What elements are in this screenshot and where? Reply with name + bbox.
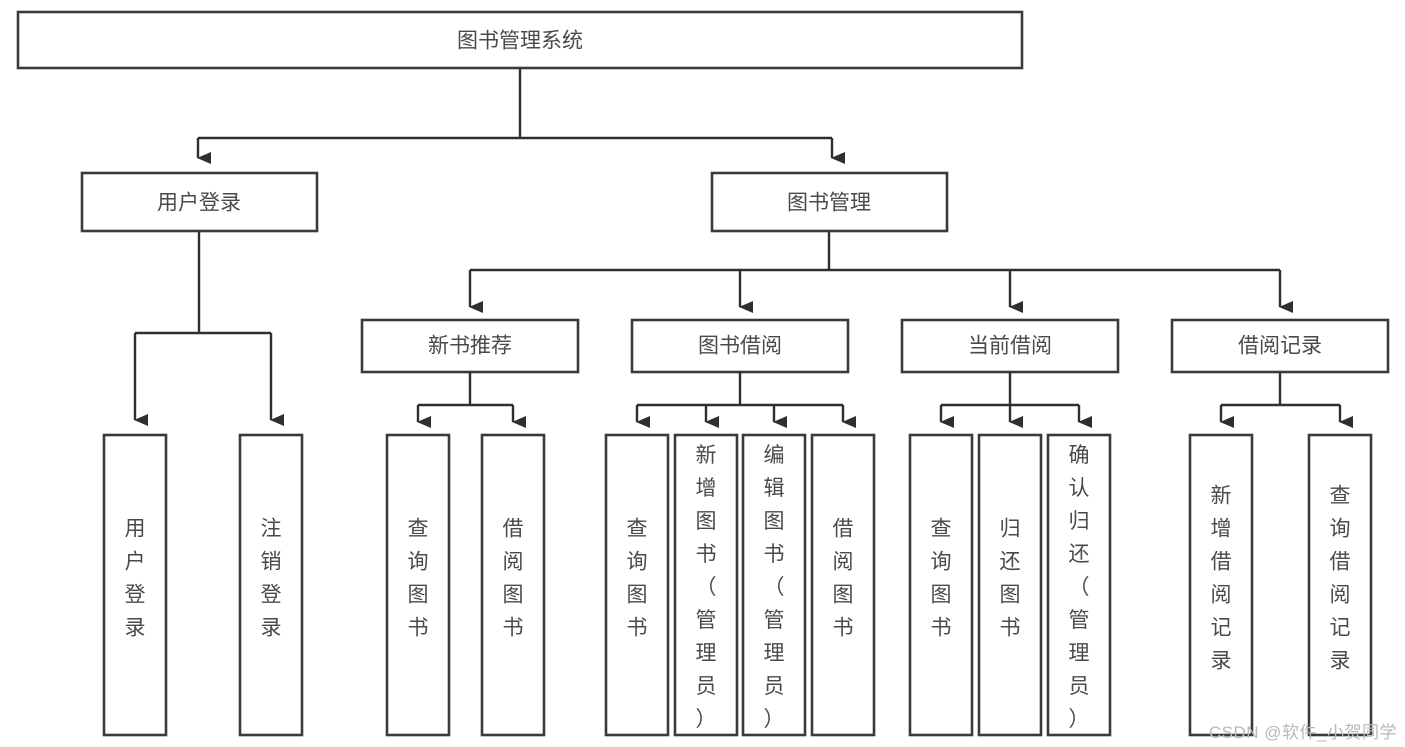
leaf-query-book-current-label: 查询图书 [931,518,952,640]
leaf-add-book-admin[interactable]: 新增图书（管理员） [673,433,739,737]
book-manage-label: 图书管理 [787,192,871,215]
leaf-user-login-label: 用户登录 [125,518,146,640]
node-book-manage[interactable]: 图书管理 [710,171,949,233]
leaf-borrow-book-recommend[interactable]: 借阅图书 [480,433,546,737]
leaf-query-book-recommend-box[interactable] [385,433,451,737]
new-book-recommend-box[interactable] [360,318,580,374]
leaf-edit-book-admin[interactable]: 编辑图书（管理员） [741,433,807,737]
node-book-borrow[interactable]: 图书借阅 [630,318,850,374]
leaf-return-book[interactable]: 归还图书 [977,433,1043,737]
leaf-confirm-return-admin-label: 确认归还（管理员） [1069,444,1090,731]
leaf-user-login-box[interactable] [102,433,168,737]
book-borrow-label: 图书借阅 [698,335,782,358]
edges-root-to-level2 [196,68,845,164]
leaf-query-book-borrow-label: 查询图书 [627,518,648,640]
edges-new-book-to-leaves [416,372,526,428]
leaf-borrow-book-label: 借阅图书 [833,518,854,640]
leaf-confirm-return-admin[interactable]: 确认归还（管理员） [1046,433,1112,737]
leaf-query-book-current[interactable]: 查询图书 [908,433,974,737]
leaf-query-book-recommend-label: 查询图书 [408,518,429,640]
borrow-record-box[interactable] [1170,318,1390,374]
book-borrow-box[interactable] [630,318,850,374]
leaf-edit-book-admin-label: 编辑图书（管理员） [764,444,785,731]
new-book-recommend-label: 新书推荐 [428,335,512,358]
leaf-query-book-recommend[interactable]: 查询图书 [385,433,451,737]
leaf-borrow-book-recommend-label: 借阅图书 [503,518,524,640]
node-user-login[interactable]: 用户登录 [80,171,319,233]
leaf-add-book-admin-box[interactable] [673,433,739,737]
root-box[interactable] [16,10,1024,70]
leaf-query-book-borrow-box[interactable] [604,433,670,737]
edges-book-manage-to-level3 [468,231,1293,313]
leaf-add-borrow-record-label: 新增借阅记录 [1211,485,1232,673]
leaf-borrow-book[interactable]: 借阅图书 [810,433,876,737]
leaf-add-borrow-record[interactable]: 新增借阅记录 [1188,433,1254,737]
leaf-query-borrow-record[interactable]: 查询借阅记录 [1307,433,1373,737]
leaf-logout[interactable]: 注销登录 [238,433,304,737]
leaf-logout-box[interactable] [238,433,304,737]
leaf-query-borrow-record-label: 查询借阅记录 [1330,485,1351,673]
current-borrow-box[interactable] [900,318,1120,374]
leaf-borrow-book-box[interactable] [810,433,876,737]
borrow-record-label: 借阅记录 [1238,335,1322,358]
leaf-query-borrow-record-box[interactable] [1307,433,1373,737]
leaf-return-book-label: 归还图书 [1000,518,1021,640]
leaf-add-borrow-record-box[interactable] [1188,433,1254,737]
node-current-borrow[interactable]: 当前借阅 [900,318,1120,374]
leaf-logout-label: 注销登录 [261,518,282,640]
edges-book-borrow-to-leaves [635,372,856,428]
node-root[interactable]: 图书管理系统 [16,10,1024,70]
root-label: 图书管理系统 [457,30,583,53]
leaf-query-book-borrow[interactable]: 查询图书 [604,433,670,737]
leaf-confirm-return-admin-box[interactable] [1046,433,1112,737]
leaf-query-book-current-box[interactable] [908,433,974,737]
user-login-label: 用户登录 [157,192,241,215]
book-manage-box[interactable] [710,171,949,233]
leaf-edit-book-admin-box[interactable] [741,433,807,737]
edges-user-login-to-leaves [133,231,284,426]
leaf-add-book-admin-label: 新增图书（管理员） [696,444,717,731]
edges-current-borrow-to-leaves [939,372,1092,428]
current-borrow-label: 当前借阅 [968,335,1052,358]
node-borrow-record[interactable]: 借阅记录 [1170,318,1390,374]
watermark: CSDN @软件_小贺同学 [1208,723,1397,742]
edges-borrow-record-to-leaves [1219,372,1353,428]
leaf-borrow-book-recommend-box[interactable] [480,433,546,737]
node-new-book-recommend[interactable]: 新书推荐 [360,318,580,374]
leaf-user-login[interactable]: 用户登录 [102,433,168,737]
leaf-return-book-box[interactable] [977,433,1043,737]
